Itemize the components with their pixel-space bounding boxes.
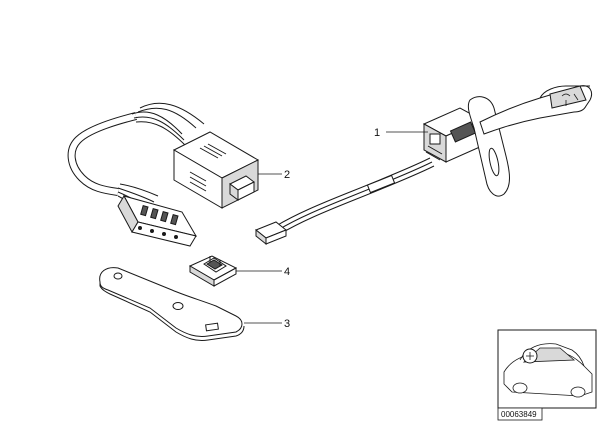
- stalk-lever: [479, 85, 593, 135]
- vehicle-locator-inset: [497, 329, 597, 409]
- callout-1: 1: [374, 127, 380, 139]
- switch-paddle: [467, 96, 510, 197]
- callout-leaders: [236, 131, 428, 324]
- mounting-bracket: [99, 267, 245, 341]
- callout-4: 4: [284, 266, 290, 278]
- switch-cable: [275, 157, 435, 235]
- stalk-switch-body: [422, 107, 484, 163]
- reference-number: 00063849: [501, 410, 537, 419]
- switch-end-connector: [255, 221, 287, 246]
- control-module: [172, 131, 260, 209]
- callout-3: 3: [284, 318, 290, 330]
- clip-nut: [188, 255, 238, 287]
- car-silhouette-icon: [503, 343, 593, 398]
- harness-plug-connector: [117, 194, 198, 247]
- reference-number-box: 00063849: [497, 407, 543, 421]
- callout-2: 2: [284, 169, 290, 181]
